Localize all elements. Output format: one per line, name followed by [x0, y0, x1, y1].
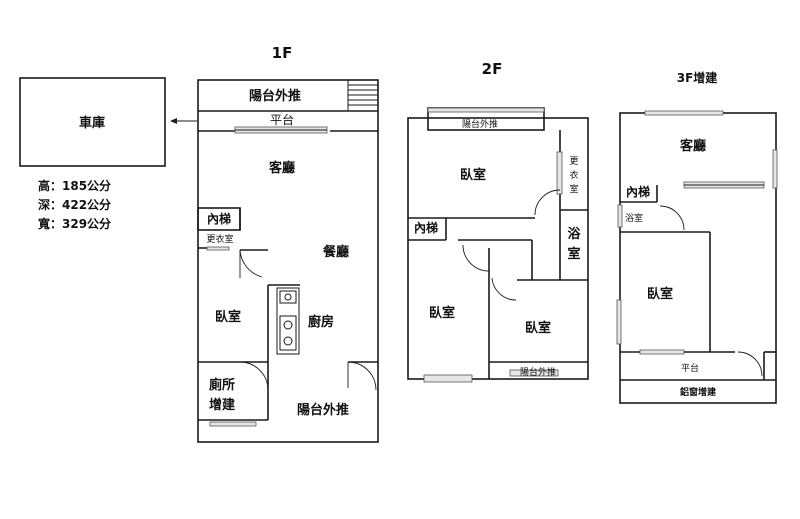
f1-toilet-line1: 廁所 — [209, 377, 235, 393]
floor1-outline — [197, 79, 379, 443]
garage: 車庫 高：185公分 深：422公分 寬：329公分 — [19, 77, 197, 231]
f2-bedroom-left: 臥室 — [429, 305, 455, 321]
f1-balcony-top: 陽台外推 — [249, 88, 301, 104]
f2-bath-1: 浴 — [567, 226, 581, 242]
window — [509, 369, 559, 377]
f1-kitchen: 廚房 — [308, 314, 334, 330]
door-swing — [534, 189, 561, 216]
door-swing — [239, 249, 263, 278]
f3-aluminum: 鋁窗增建 — [679, 386, 717, 398]
f2-balcony-bottom: 陽台外推 — [520, 366, 556, 378]
f2-bath-2: 室 — [567, 246, 580, 262]
stove-icon — [279, 315, 297, 351]
door-swing — [659, 205, 685, 231]
f2-bedroom-main: 臥室 — [460, 167, 486, 183]
door-swing — [347, 361, 377, 391]
f1-bedroom: 臥室 — [215, 309, 241, 325]
f1-living: 客廳 — [269, 160, 295, 176]
window — [617, 204, 623, 228]
floor3-outline — [619, 112, 777, 404]
window — [423, 374, 473, 383]
f2-bedroom-right: 臥室 — [525, 320, 551, 336]
f3-living: 客廳 — [680, 138, 706, 154]
arrow-left-icon — [170, 118, 177, 124]
floor2-plan: 陽台外推 臥室 更 衣 室 內梯 浴 室 臥室 臥室 陽台外推 — [407, 107, 589, 383]
window — [639, 349, 685, 355]
f1-balcony-bottom: 陽台外推 — [297, 402, 349, 418]
f2-closet-2: 衣 — [569, 169, 578, 181]
door-swing — [491, 277, 517, 301]
kitchen-counter — [276, 287, 300, 355]
door-swing — [462, 244, 490, 272]
f1-platform: 平台 — [270, 112, 294, 127]
f2-inner-stair: 內梯 — [414, 220, 438, 235]
f1-closet: 更衣室 — [206, 233, 233, 245]
floor2-title: 2F — [482, 60, 503, 78]
floor2-outline — [407, 117, 589, 380]
window — [616, 299, 622, 345]
f2-closet-3: 室 — [569, 183, 578, 195]
f2-balcony-top-label: 陽台外推 — [462, 118, 498, 130]
garage-depth: 深：422公分 — [38, 197, 111, 212]
f3-inner-stair: 內梯 — [626, 184, 650, 199]
f3-bedroom: 臥室 — [647, 286, 673, 302]
f3-bath: 浴室 — [625, 212, 643, 224]
garage-width: 寬：329公分 — [37, 216, 111, 231]
f2-closet-1: 更 — [569, 156, 578, 167]
sink-icon — [279, 290, 297, 304]
floor3-plan: 客廳 內梯 浴室 臥室 平台 鋁窗增建 — [616, 110, 778, 404]
window — [644, 110, 724, 116]
f3-platform: 平台 — [681, 362, 699, 374]
f1-inner-stair: 內梯 — [207, 211, 231, 226]
door-swing — [239, 361, 269, 391]
floor1-title: 1F — [272, 44, 293, 62]
f1-toilet-line2: 增建 — [209, 397, 235, 413]
f1-dining: 餐廳 — [322, 244, 349, 260]
door-swing — [737, 351, 763, 377]
window — [209, 421, 257, 427]
garage-height: 高：185公分 — [38, 178, 111, 193]
garage-outline — [19, 77, 166, 167]
garage-label: 車庫 — [79, 115, 105, 131]
stair-icon — [347, 79, 379, 112]
floor3-title: 3F增建 — [677, 70, 719, 85]
floor1-plan: 陽台外推 平台 客廳 內梯 更衣室 餐廳 臥室 廚房 廁所 增建 陽台外推 — [197, 79, 379, 443]
window — [772, 149, 778, 189]
